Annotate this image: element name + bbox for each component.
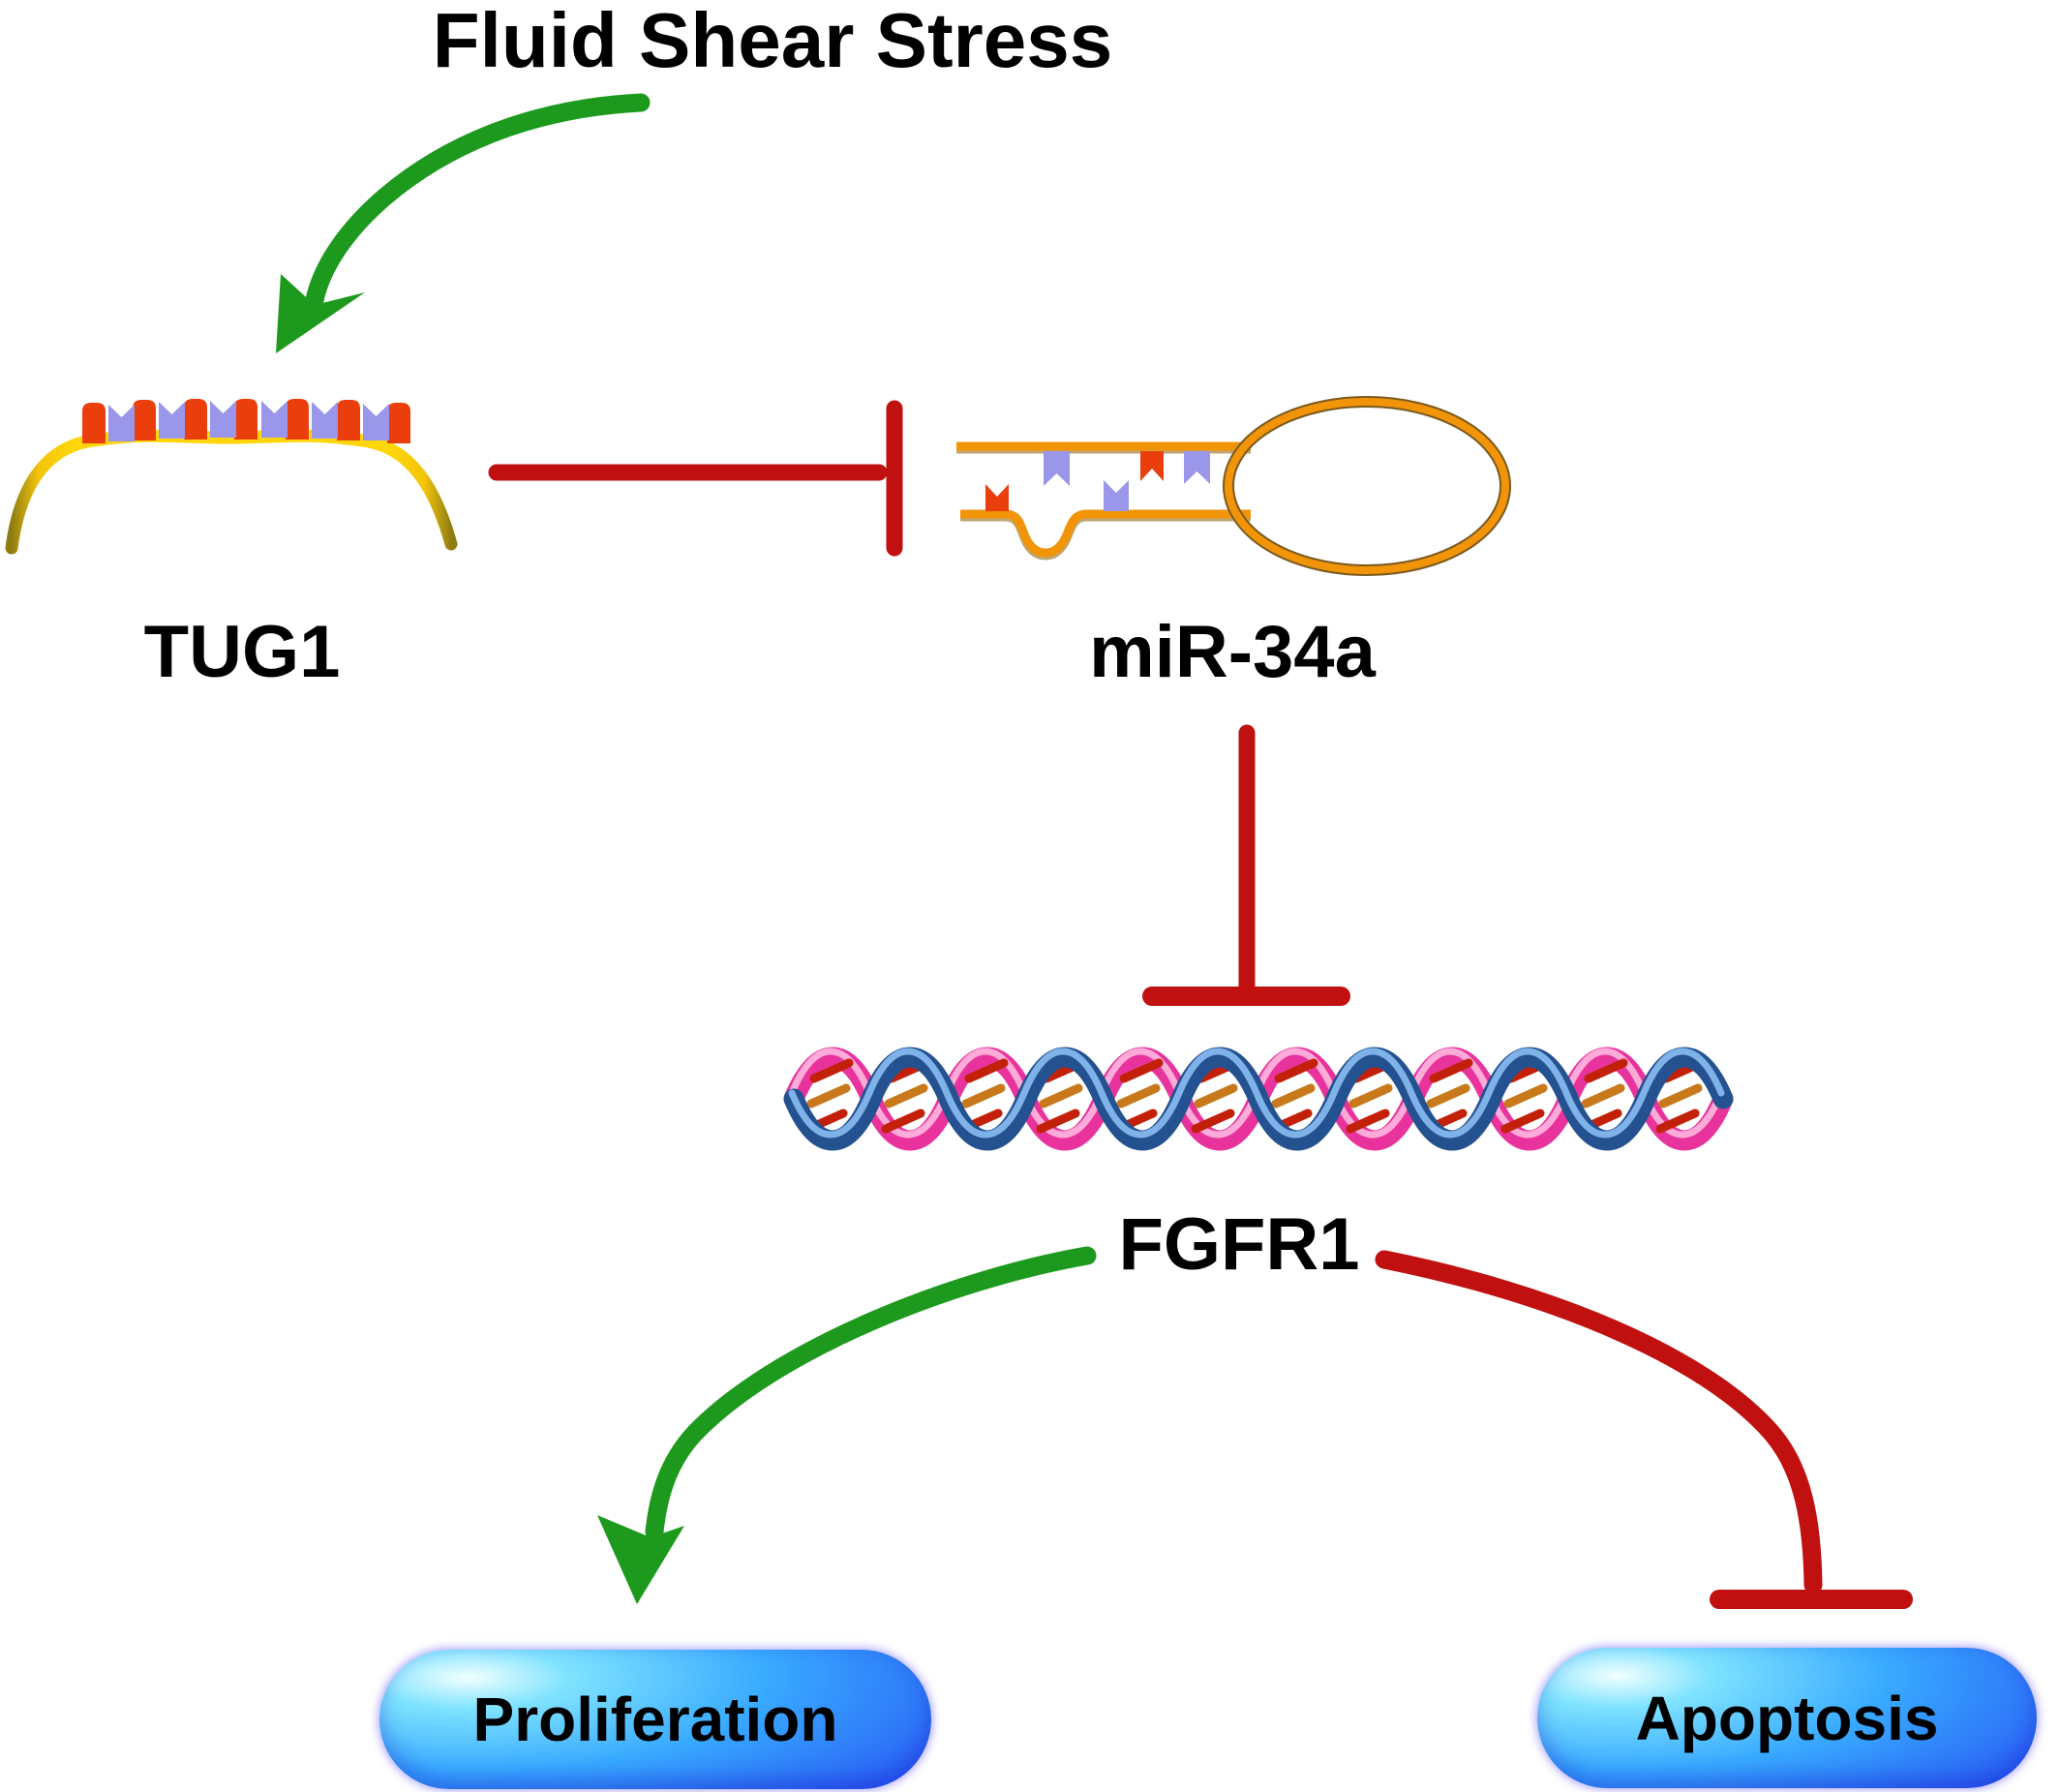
tug1-molecule	[5, 429, 458, 555]
proliferation-label: Proliferation	[472, 1685, 838, 1754]
dna-helix-icon	[783, 1047, 1734, 1151]
mir34a-molecule	[956, 396, 1511, 576]
fgfr1-to-proliferation-arrow-icon	[597, 1246, 1097, 1604]
tug1-inhibits-mir34a-tbar-icon	[488, 400, 903, 557]
diagram-title: Fluid Shear Stress	[432, 0, 1113, 83]
mir34a-inhibits-fgfr1-tbar-icon	[1142, 724, 1350, 1006]
node-proliferation: Proliferation	[379, 1650, 931, 1789]
node-apoptosis: Apoptosis	[1537, 1648, 2037, 1788]
fgfr1-inhibits-apoptosis-tbar-icon	[1375, 1250, 1913, 1609]
label-tug1: TUG1	[143, 611, 341, 693]
label-mir34a: miR-34a	[1089, 611, 1376, 693]
base-marks	[82, 399, 1210, 511]
label-fgfr1: FGFR1	[1118, 1203, 1360, 1286]
apoptosis-label: Apoptosis	[1635, 1683, 1939, 1753]
fss-to-tug1-arrow-icon	[276, 93, 651, 353]
